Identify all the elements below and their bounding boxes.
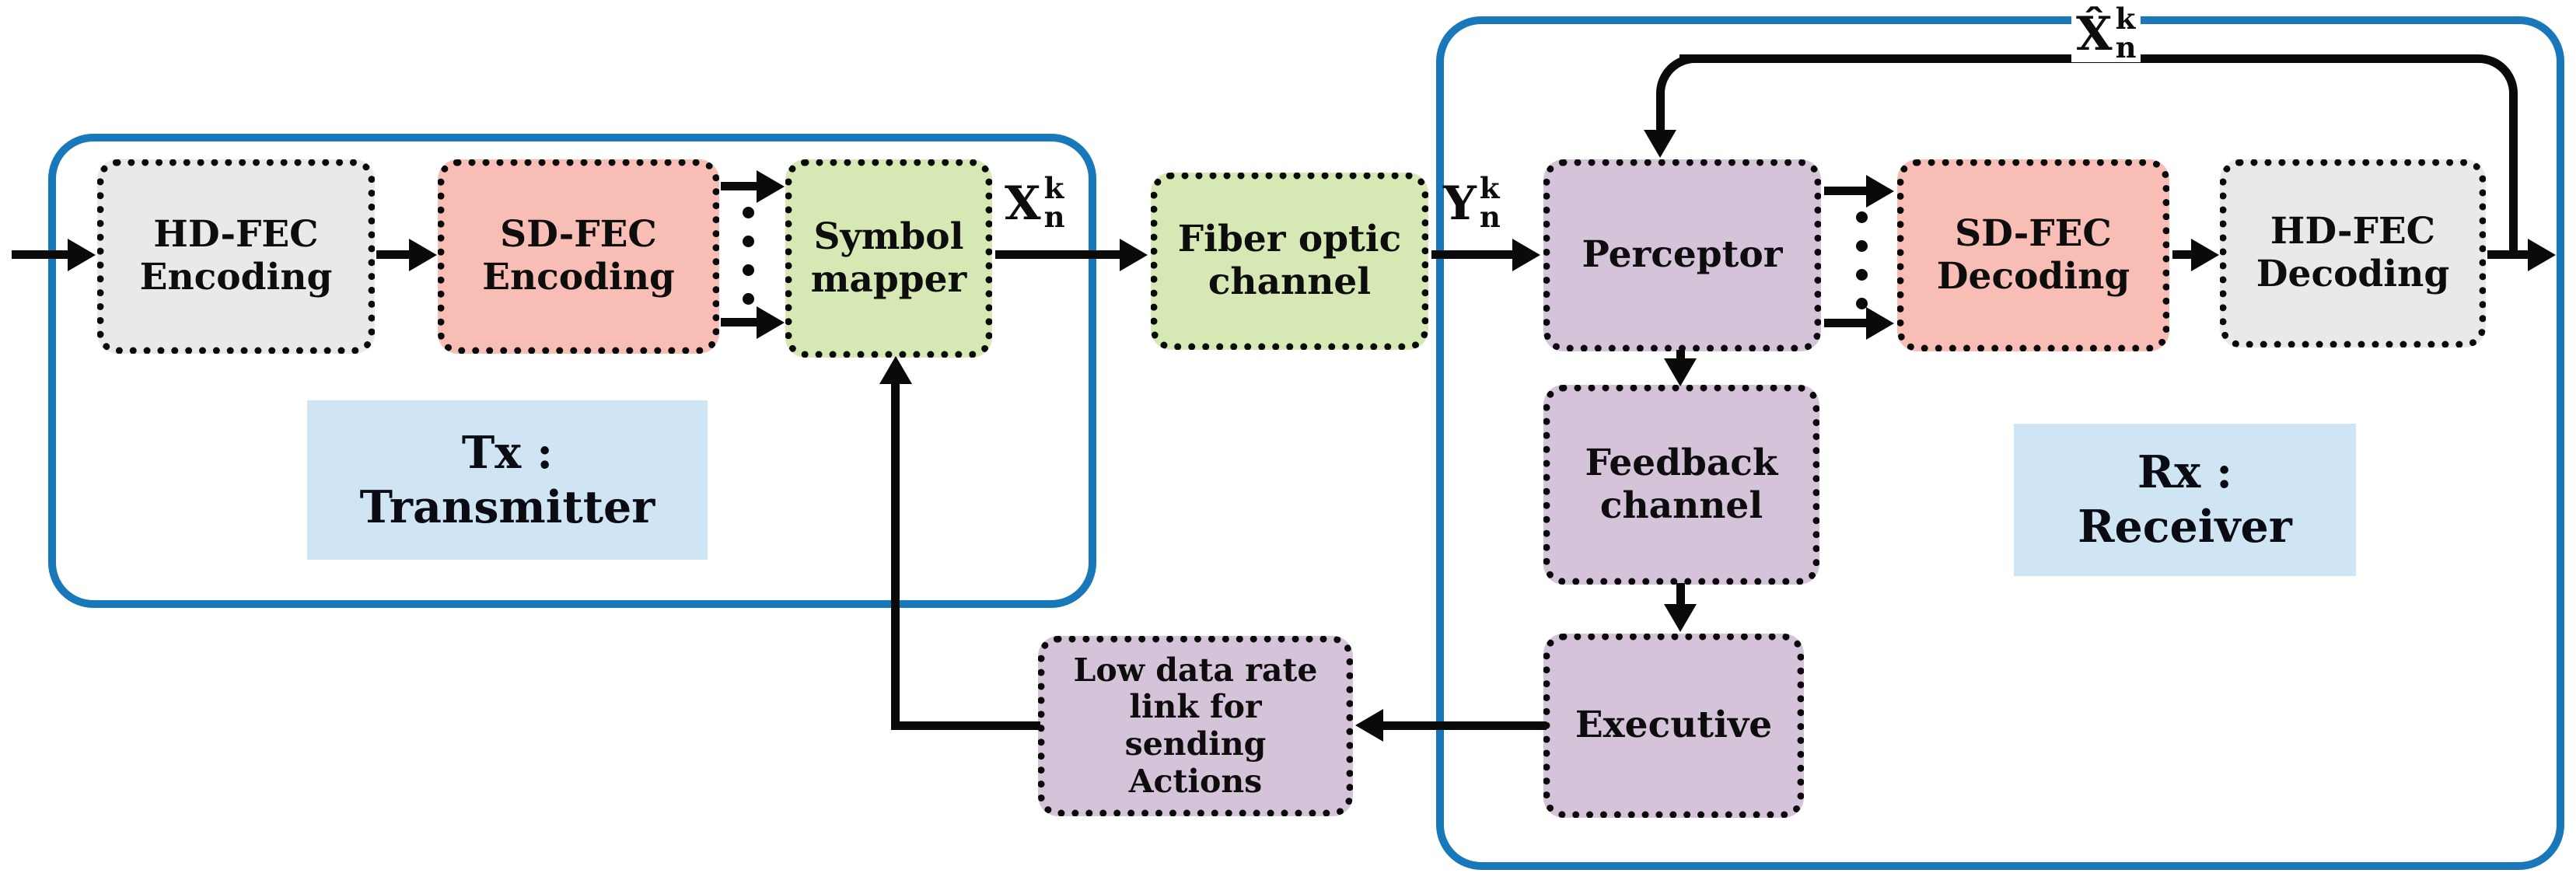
label-tx-transmitter: Tx : Transmitter: [307, 400, 708, 560]
signal-label-ynk: Y k n: [1443, 174, 1501, 232]
tx-container: [48, 134, 1096, 608]
block-sd-fec-decoding: SD-FEC Decoding: [1897, 159, 2169, 351]
arrow-perceptor-sddec-top-head: [1866, 175, 1894, 208]
signal-label-xhatnk: X̂ k n: [2071, 5, 2141, 62]
parallel-dots-rx: [1856, 211, 1868, 309]
arrow-perceptor-sddec-top-line: [1824, 187, 1868, 195]
signal-scripts: k n: [1479, 171, 1501, 234]
arrow-perceptor-feedback-line: [1676, 350, 1685, 364]
arrow-executive-lowrate-line: [1382, 721, 1547, 730]
dot: [1856, 240, 1868, 252]
signal-label-xnk: X k n: [1005, 174, 1064, 232]
parallel-dots-tx: [743, 207, 754, 305]
feedback-line-corner: [1656, 54, 1712, 136]
dot: [1856, 298, 1868, 309]
block-hd-fec-decoding: HD-FEC Decoding: [2220, 159, 2486, 347]
feedback-drop-head: [1644, 130, 1676, 158]
arrow-fiber-perceptor-head: [1512, 239, 1540, 271]
signal-base: Y: [1443, 176, 1477, 231]
signal-base: X̂: [2076, 7, 2113, 61]
arrow-input-head: [68, 239, 96, 271]
arrow-mapper-fiber-line: [995, 250, 1121, 259]
dot: [1856, 269, 1868, 281]
arrow-perceptor-feedback-head: [1664, 358, 1697, 386]
dot: [743, 207, 754, 218]
block-symbol-mapper: Symbol mapper: [785, 159, 992, 358]
block-fiber-optic-channel: Fiber optic channel: [1151, 173, 1428, 350]
arrow-feedback-executive-line: [1676, 583, 1685, 606]
rx-container: [1436, 16, 2564, 870]
arrow-hdfec-sdfec-line: [376, 250, 411, 259]
arrow-perceptor-sddec-bottom-line: [1824, 319, 1868, 327]
arrow-fiber-perceptor-line: [1431, 250, 1514, 259]
arrow-perceptor-sddec-bottom-head: [1866, 307, 1894, 340]
block-sd-fec-encoding: SD-FEC Encoding: [438, 159, 719, 354]
dot: [743, 236, 754, 247]
signal-scripts: k n: [1043, 171, 1065, 234]
signal-scripts: k n: [2115, 2, 2137, 65]
arrow-sdfec-mapper-bottom-line: [721, 318, 760, 327]
arrow-output-head: [2528, 239, 2556, 271]
label-rx-receiver: Rx : Receiver: [2014, 424, 2356, 576]
block-executive: Executive: [1543, 634, 1804, 818]
block-hd-fec-encoding: HD-FEC Encoding: [97, 159, 375, 354]
dot: [1856, 211, 1868, 223]
dot: [743, 264, 754, 276]
arrow-executive-lowrate-head: [1355, 709, 1383, 742]
line-lowrate-mapper-h: [891, 721, 1040, 730]
dot: [743, 293, 754, 305]
arrow-feedback-executive-head: [1664, 604, 1697, 632]
arrow-hdfec-sdfec-head: [409, 239, 437, 271]
line-lowrate-mapper-v: [891, 381, 900, 730]
block-feedback-channel: Feedback channel: [1543, 385, 1819, 585]
arrow-sdfec-mapper-bottom-head: [757, 306, 785, 339]
signal-base: X: [1005, 176, 1041, 231]
block-low-data-rate-link: Low data rate link for sending Actions: [1038, 636, 1353, 816]
arrow-sddec-hddec-line: [2172, 250, 2193, 259]
arrow-lowrate-mapper-head: [879, 356, 912, 384]
arrow-sdfec-mapper-top-line: [721, 182, 760, 190]
arrow-mapper-fiber-head: [1120, 239, 1148, 271]
arrow-sddec-hddec-head: [2191, 239, 2219, 271]
arrow-input-line: [12, 250, 69, 259]
arrow-sdfec-mapper-top-head: [757, 170, 785, 203]
feedback-line-top: [1679, 54, 2518, 259]
